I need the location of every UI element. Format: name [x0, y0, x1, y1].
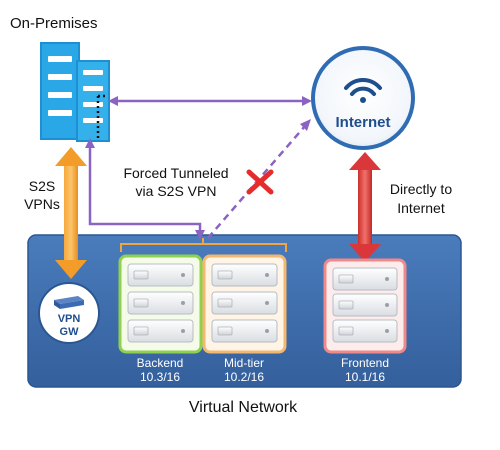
forced-tunnel-link [85, 138, 205, 240]
direct-internet-label-line2: Internet [397, 200, 445, 216]
forced-tunnel-label-line2: via S2S VPN [136, 183, 217, 199]
router-icon [54, 296, 84, 309]
virtual-network-label: Virtual Network [189, 399, 298, 416]
subnet-frontend-cidr: 10.1/16 [345, 370, 385, 384]
on-premises-server-icon [40, 42, 110, 142]
on-premises-title: On-Premises [10, 15, 98, 32]
direct-internet-label-line1: Directly to [390, 181, 452, 197]
subnet-backend-cidr: 10.3/16 [140, 370, 180, 384]
subnet-bracket [120, 238, 287, 252]
subnet-midtier [202, 254, 287, 354]
forced-tunnel-label-line1: Forced Tunneled [123, 165, 228, 181]
direct-internet-arrow [349, 152, 381, 262]
blocked-x-icon [246, 169, 274, 195]
internet-node: Internet [311, 46, 415, 150]
s2s-label-line2: VPNs [24, 196, 60, 212]
server-icon [211, 263, 278, 343]
subnet-midtier-cidr: 10.2/16 [224, 370, 264, 384]
subnet-frontend-name: Frontend [341, 356, 389, 370]
subnet-backend-name: Backend [137, 356, 184, 370]
s2s-vpn-arrow [55, 147, 87, 279]
subnet-midtier-name: Mid-tier [224, 356, 264, 370]
vpn-gateway-label-line1: VPN [58, 313, 81, 325]
vpn-gateway-node: VPN GW [38, 282, 100, 344]
subnet-frontend [323, 258, 407, 354]
server-icon [127, 263, 194, 343]
onprem-internet-link [108, 96, 312, 106]
server-icon [332, 267, 398, 343]
subnet-backend [118, 254, 203, 354]
s2s-label-line1: S2S [29, 178, 55, 194]
wifi-icon [344, 77, 382, 103]
internet-label: Internet [335, 114, 390, 131]
vpn-gateway-label-line2: GW [60, 326, 80, 338]
